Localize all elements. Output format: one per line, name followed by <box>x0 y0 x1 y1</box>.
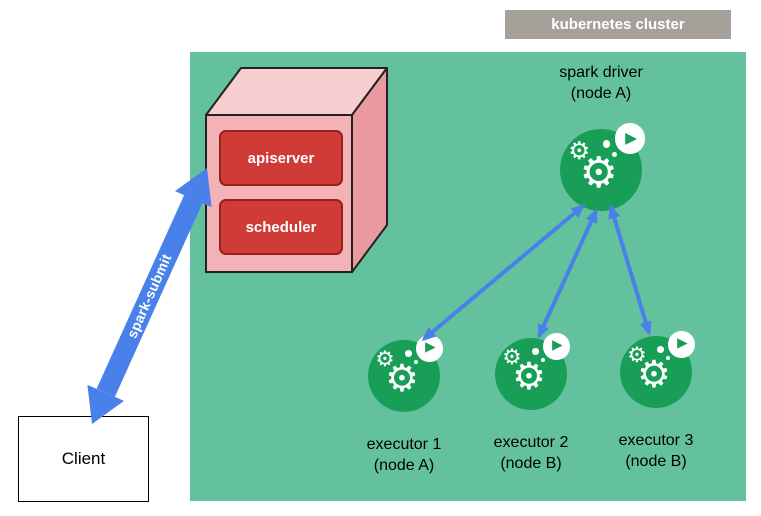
gear-icon: ⚙ <box>637 352 671 397</box>
spark-driver-pod-icon: ⚙ ⚙ ▶ <box>560 123 646 211</box>
executor3-title: executor 3 <box>618 432 694 449</box>
dot-icon <box>405 350 412 357</box>
client-box: Client <box>18 416 149 502</box>
gear-icon: ⚙ <box>512 354 546 399</box>
executor3-node: (node B) <box>625 453 687 470</box>
play-icon: ▶ <box>425 339 436 356</box>
play-badge-icon: ▶ <box>668 330 695 358</box>
dot-icon <box>541 358 546 363</box>
executor1-node: (node A) <box>373 457 435 474</box>
gear-icon: ⚙ <box>579 147 618 198</box>
executor1-title: executor 1 <box>366 436 442 453</box>
scheduler-box: scheduler <box>219 199 343 255</box>
spark-submit-label: spark-submit <box>123 251 175 341</box>
gear-icon: ⚙ <box>375 346 395 372</box>
gear-icon: ⚙ <box>385 356 419 401</box>
executor2-pod-icon: ⚙ ⚙ ▶ <box>495 332 570 410</box>
executor2-label: executor 2 (node B) <box>456 432 606 474</box>
dot-icon <box>657 346 664 353</box>
executor1-label: executor 1 (node A) <box>329 434 479 476</box>
play-icon: ▶ <box>677 335 688 352</box>
dot-icon <box>612 151 618 157</box>
cluster-label: kubernetes cluster <box>505 10 731 39</box>
spark-driver-label: spark driver (node A) <box>511 62 691 104</box>
gear-icon: ⚙ <box>568 135 591 165</box>
gear-icon: ⚙ <box>502 344 522 370</box>
executor3-label: executor 3 (node B) <box>581 430 731 472</box>
executor2-title: executor 2 <box>493 434 569 451</box>
dot-icon <box>666 356 671 361</box>
play-badge-icon: ▶ <box>416 334 443 362</box>
apiserver-box: apiserver <box>219 130 343 186</box>
spark-driver-title: spark driver <box>559 64 643 81</box>
dot-icon <box>532 348 539 355</box>
gear-icon: ⚙ <box>627 342 647 368</box>
spark-driver-node: (node A) <box>570 85 632 102</box>
play-badge-icon: ▶ <box>614 123 646 154</box>
play-badge-icon: ▶ <box>543 332 570 360</box>
executor2-node: (node B) <box>500 455 562 472</box>
dot-icon <box>602 140 610 148</box>
executor3-pod-icon: ⚙ ⚙ ▶ <box>620 330 695 408</box>
dot-icon <box>414 360 419 365</box>
play-icon: ▶ <box>552 337 563 354</box>
play-icon: ▶ <box>625 128 638 147</box>
executor1-pod-icon: ⚙ ⚙ ▶ <box>368 334 443 412</box>
